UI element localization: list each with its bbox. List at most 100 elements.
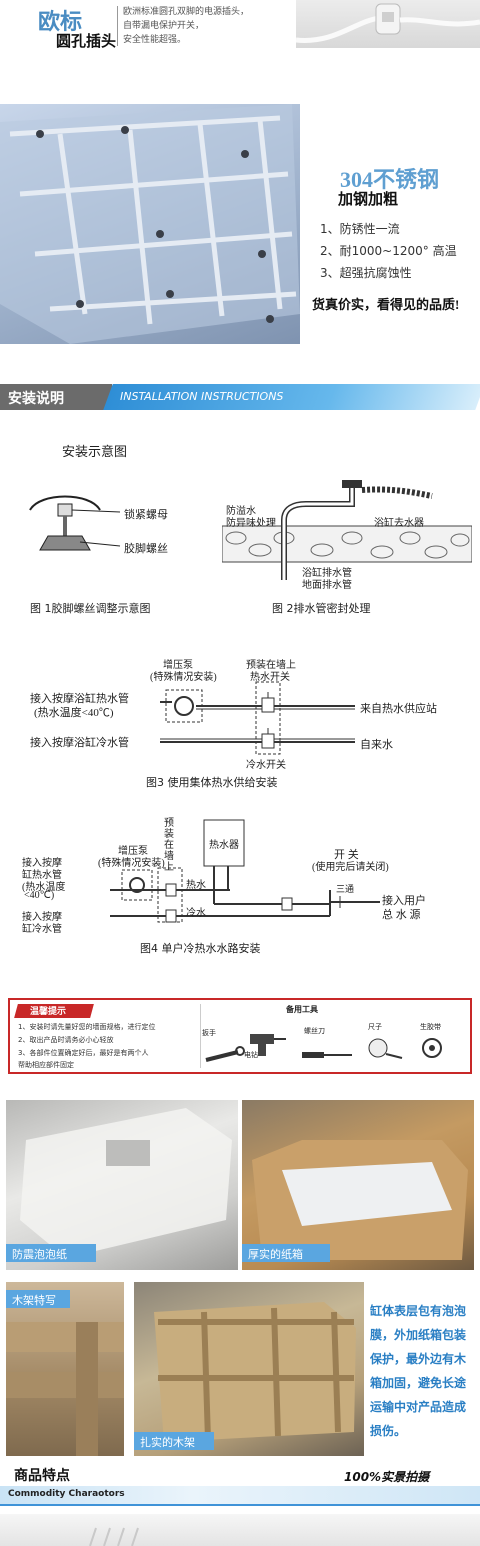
carton-caption: 厚实的纸箱: [248, 1248, 303, 1261]
features-right-note: 100%实景拍摄: [344, 1470, 430, 1484]
fig3-valve-2: 热水开关: [250, 672, 290, 683]
steel-title-sub: 加钢加粗: [338, 190, 399, 208]
fig2-label-right: 浴缸去水器: [374, 518, 424, 529]
bubble-wrap-photo: 防震泡泡纸: [6, 1100, 238, 1270]
fig2-caption: 图 2排水管密封处理: [272, 602, 371, 615]
fig4-user-2: 总 水 源: [382, 909, 421, 921]
install-header: 安装说明 INSTALLATION INSTRUCTIONS: [0, 384, 480, 410]
fig3-caption: 图3 使用集体热水供给安装: [146, 776, 278, 789]
fig4-switch-2: (使用完后请关闭): [312, 862, 389, 873]
fig3-tap: 自来水: [360, 739, 393, 751]
steel-slogan: 货真价实，看得见的品质!: [312, 297, 460, 312]
fig4-cold-label: 冷水: [186, 908, 206, 919]
plug-desc-1: 欧洲标准圆孔双脚的电源插头，: [123, 7, 250, 17]
packing-desc-2: 膜，外加纸箱包装: [370, 1328, 467, 1342]
fig2-diagram: 防溢水 防异味处理 浴缸去水器 浴缸排水管 地面排水管: [221, 480, 473, 591]
fig4-cold-in-2: 缸冷水管: [22, 924, 62, 935]
fig3-supply: 来自热水供应站: [360, 703, 437, 715]
fig4-wall-3: 在: [164, 840, 174, 851]
tape-measure-icon: [368, 1038, 403, 1059]
steel-frame-image: [0, 104, 300, 344]
carton-photo: 厚实的纸箱: [242, 1100, 474, 1270]
steel-title-main: 304不锈钢: [340, 167, 440, 192]
tips-box: 温馨提示 1、安装时请先量好您的墙面规格，进行定位 2、取出产品时请务必小心轻放…: [8, 998, 472, 1074]
tips-item-2: 2、取出产品时请务必小心轻放: [18, 1036, 114, 1044]
fig1-label-nut: 锁紧螺母: [124, 509, 168, 521]
tool-screwdriver-label: 螺丝刀: [304, 1027, 325, 1035]
tool-drill-label: 电钻: [244, 1051, 258, 1059]
tips-divider: [200, 1004, 201, 1068]
crate-caption-bg: [134, 1432, 214, 1450]
features-band-line: [0, 1504, 480, 1506]
install-title-en: INSTALLATION INSTRUCTIONS: [120, 390, 284, 403]
crate-photo: 扎实的木架: [134, 1282, 364, 1456]
tools-icons: [205, 1034, 442, 1062]
features-header: 商品特点 100%实景拍摄 Commodity Charaotors: [0, 1462, 480, 1510]
fig4-wall-4: 墙: [164, 851, 174, 862]
features-title-en: Commodity Charaotors: [8, 1489, 125, 1499]
bubble-wrapped-tub-image: [20, 1108, 232, 1258]
tools-title: 备用工具: [286, 1005, 318, 1014]
fig4-tee: 三通: [336, 884, 355, 894]
collective-hot-water-drawing: [160, 681, 355, 755]
packing-desc-3: 保护，最外边有木: [370, 1352, 467, 1366]
single-household-water-drawing: [110, 819, 380, 923]
fig2-label-tub-drain: 浴缸排水管: [302, 568, 352, 579]
wood-frame-closeup-image: [6, 1322, 124, 1456]
packing-desc-6: 损伤。: [370, 1424, 407, 1438]
fig2-label-top2: 防异味处理: [226, 518, 276, 529]
fig4-hot-label: 热水: [186, 880, 206, 891]
foot-screw-drawing: [29, 495, 121, 551]
tips-title: 温馨提示: [30, 1007, 67, 1017]
install-header-left: [0, 384, 112, 410]
features-band: [0, 1486, 480, 1504]
fig4-hot-in-4: <40℃): [24, 890, 55, 901]
wood-closeup-photo: 木架特写: [6, 1282, 124, 1456]
drill-icon: [250, 1034, 286, 1056]
fig3-hot-in-2: (热水温度<40℃): [34, 707, 114, 719]
tool-ruler-label: 尺子: [368, 1023, 382, 1031]
fig1-caption: 图 1胶脚螺丝调整示意图: [30, 602, 151, 615]
carton-box-image: [252, 1140, 468, 1260]
plug-title-sub: 圆孔插头: [56, 32, 117, 50]
packing-desc-5: 运输中对产品造成: [370, 1400, 467, 1414]
tool-tape-label: 生胶带: [420, 1023, 441, 1031]
packing-desc-1: 缸体表层包有泡泡: [370, 1304, 467, 1318]
plug-title-main: 欧标: [38, 9, 83, 34]
plug-section: 欧标 圆孔插头 欧洲标准圆孔双脚的电源插头， 自带漏电保护开关， 安全性能超强。: [0, 0, 480, 100]
fig4-cold-in-1: 接入按摩: [22, 912, 62, 923]
fig3-diagram: 增压泵 (特殊情况安装) 预装在墙上 热水开关 接入按摩浴缸热水管 (热水温度<…: [0, 652, 480, 771]
fig4-pump-1: 增压泵: [118, 846, 148, 857]
fig2-label-top1: 防溢水: [226, 506, 256, 517]
fig3-cold-switch: 冷水开关: [246, 760, 286, 771]
carton-caption-bg: [242, 1244, 330, 1262]
tool-wrench-label: 扳手: [202, 1029, 216, 1037]
features-photo-top: [0, 1514, 480, 1546]
fig4-hot-in-3: (热水温度: [22, 882, 66, 893]
steel-frame-photo: [0, 104, 300, 344]
plug-desc-3: 安全性能超强。: [123, 35, 187, 45]
fig1-label-screw: 胶脚螺丝: [124, 543, 168, 555]
screwdriver-icon: [302, 1052, 352, 1058]
tips-item-3: 3、各部件位置确定好后，最好是有两个人: [18, 1049, 149, 1057]
fig4-wall-1: 预: [164, 818, 174, 829]
fig3-pump-2: (特殊情况安装): [150, 672, 217, 683]
fig4-switch-1: 开 关: [334, 849, 359, 861]
fig3-cold-in: 接入按摩浴缸冷水管: [30, 737, 129, 749]
crate-caption: 扎实的木架: [140, 1436, 195, 1449]
fig1-diagram: 锁紧螺母 胶脚螺丝: [20, 490, 220, 580]
fig2-label-floor-drain: 地面排水管: [302, 580, 352, 591]
steel-feature-1: 1、防锈性一流: [320, 222, 400, 236]
install-diagram-title: 安装示意图: [62, 445, 128, 460]
install-title-cn: 安装说明: [8, 391, 64, 407]
plug-desc-2: 自带漏电保护开关，: [123, 21, 205, 31]
tips-item-4: 帮助相应部件固定: [18, 1061, 74, 1069]
plug-cable-image: [296, 3, 480, 43]
wood-tag-bg: [6, 1290, 70, 1308]
bubble-caption: 防震泡泡纸: [12, 1248, 67, 1261]
fig4-caption: 图4 单户冷热水水路安装: [140, 942, 261, 955]
fig4-wall-5: 上: [164, 862, 174, 873]
fig3-pump-1: 增压泵: [163, 660, 193, 671]
fig4-hot-in-2: 缸热水管: [22, 870, 62, 881]
wrench-icon: [205, 1046, 245, 1062]
